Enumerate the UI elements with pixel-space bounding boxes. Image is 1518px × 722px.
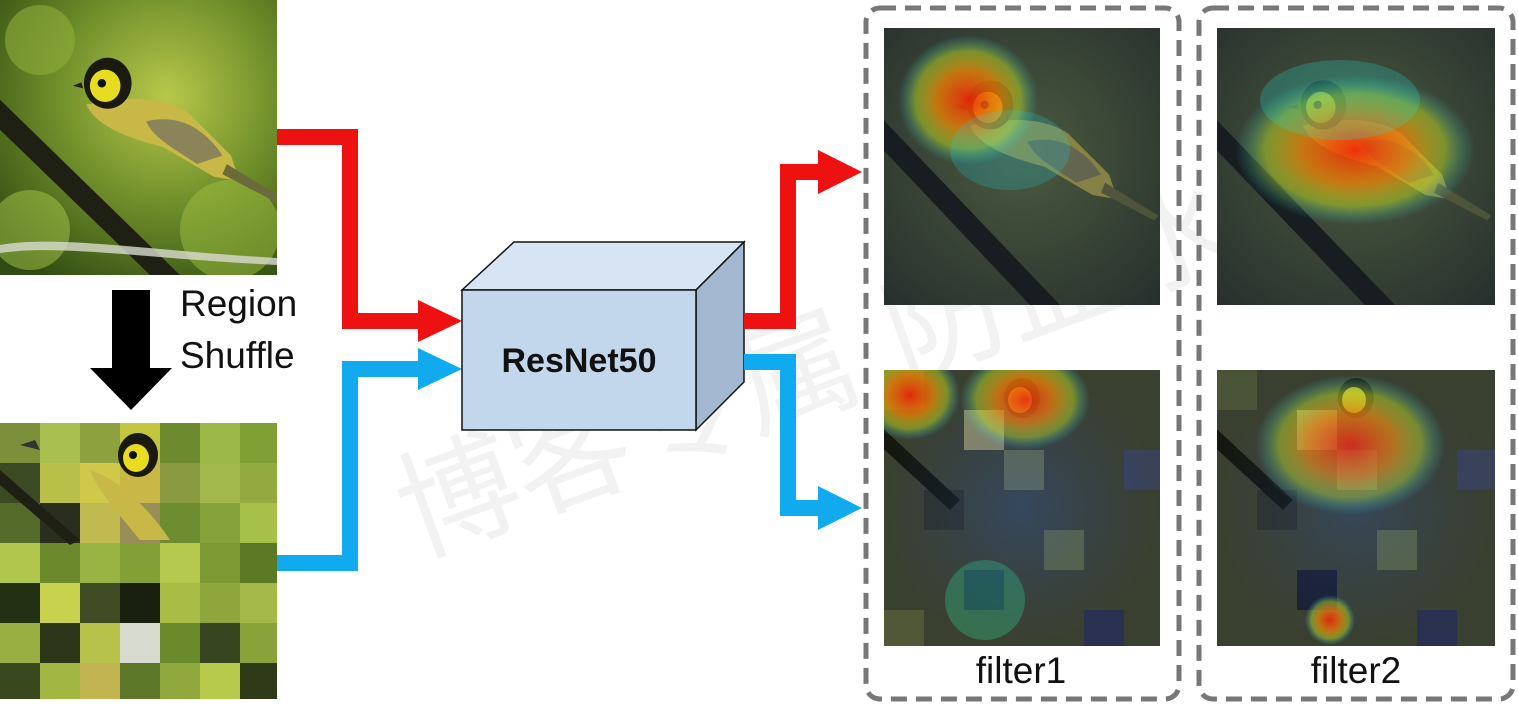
red-output-arrowhead [818, 150, 862, 194]
resnet50-top-face [460, 241, 746, 291]
red-input-path [277, 129, 420, 329]
blue-output-path [744, 354, 820, 516]
red-input-arrowhead [418, 300, 462, 342]
blue-input-path [277, 361, 420, 571]
red-output-path [744, 164, 820, 329]
filter2-panel [1196, 5, 1516, 702]
region-shuffle-label-line1: Region [180, 283, 297, 324]
resnet50-block: ResNet50 [460, 240, 746, 432]
filter1-heatmap-original [884, 28, 1160, 305]
input-image-original [0, 0, 277, 275]
filter2-label: filter2 [1311, 650, 1401, 691]
resnet50-front-face [461, 289, 697, 431]
input-image-shuffled [0, 423, 277, 699]
blue-input-arrowhead [418, 348, 462, 390]
filter2-heatmap-original [1217, 28, 1495, 305]
filter2-heatmap-shuffled [1217, 370, 1495, 646]
filter1-panel [863, 5, 1182, 702]
filter1-label: filter1 [976, 650, 1066, 691]
blue-output-arrowhead [818, 486, 862, 530]
filter1-heatmap-shuffled [884, 370, 1160, 646]
region-shuffle-label-line2: Shuffle [180, 335, 295, 376]
resnet50-label: ResNet50 [502, 342, 657, 380]
down-arrow-icon [90, 290, 172, 410]
